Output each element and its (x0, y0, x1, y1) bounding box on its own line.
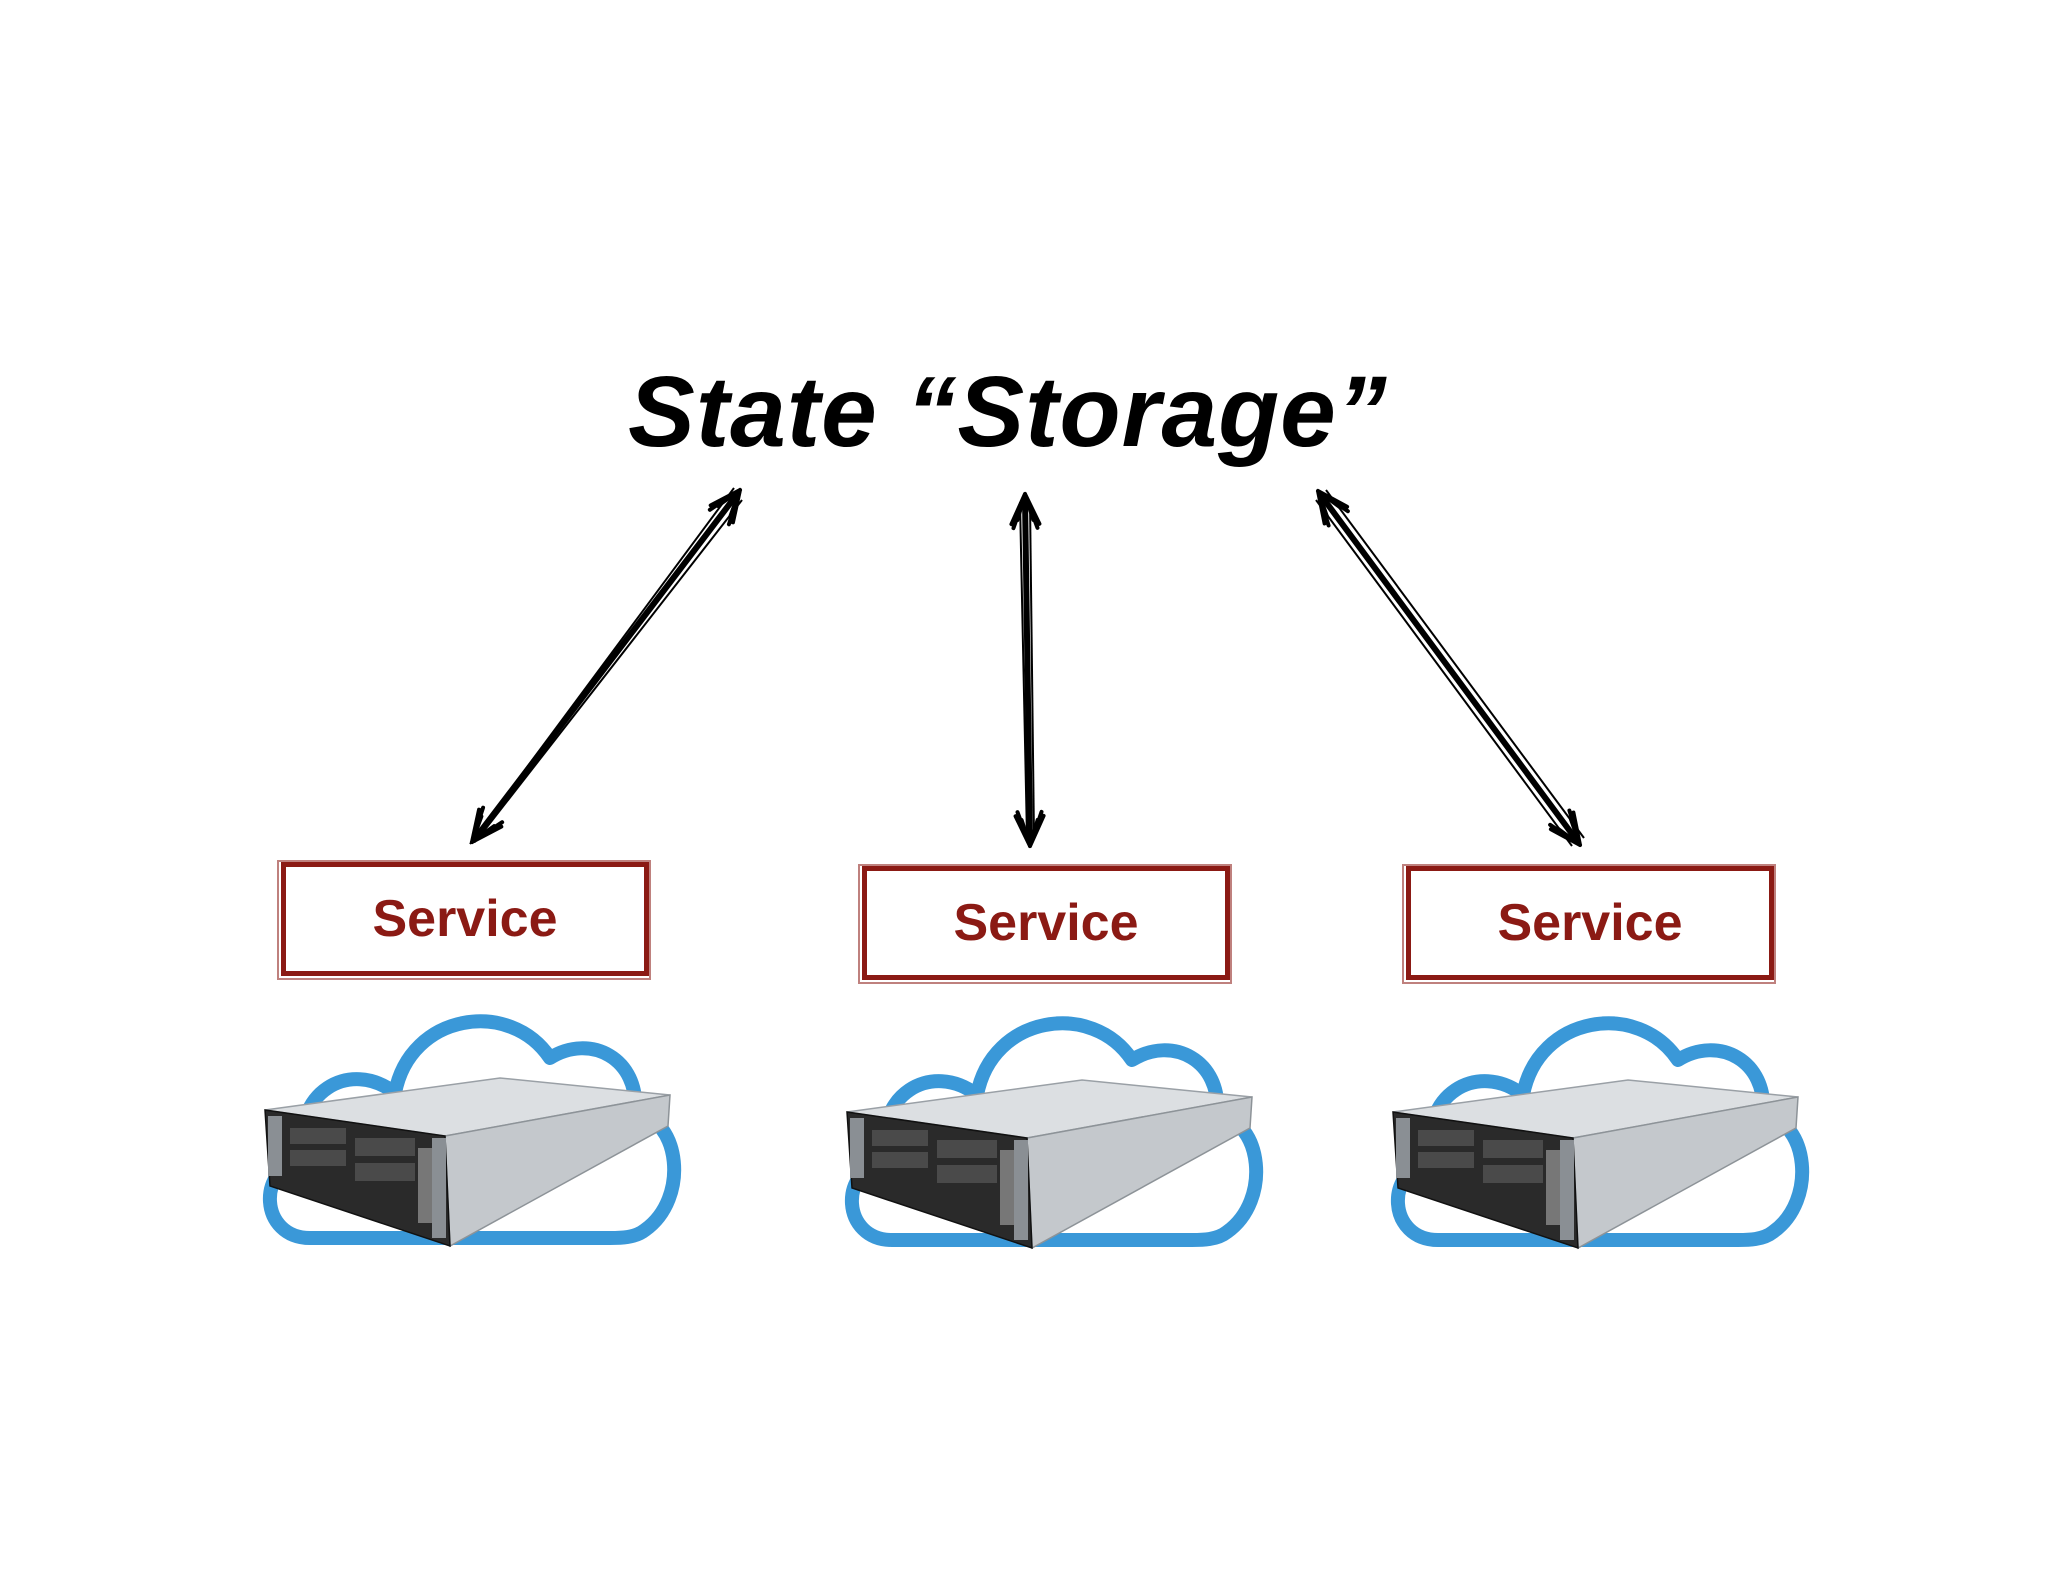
server-cloud-graphic-2 (845, 1016, 1264, 1250)
service-box-2: Service (858, 864, 1232, 984)
arrow-left (458, 479, 754, 853)
server-cloud-graphic-1 (263, 1014, 682, 1248)
rack-server-icon (264, 1077, 671, 1248)
service-label-1: Service (372, 890, 558, 948)
server-cloud-3 (1378, 1000, 1818, 1270)
diagram-title: State “Storage” (0, 352, 2048, 472)
rack-server-icon (1392, 1079, 1799, 1250)
service-box-1: Service (277, 860, 651, 980)
arrow-center (1009, 491, 1046, 849)
arrow-right (1304, 480, 1594, 856)
server-cloud-2 (832, 1000, 1272, 1270)
title-text: State “Storage” (628, 356, 1388, 468)
server-cloud-graphic-3 (1391, 1016, 1810, 1250)
server-cloud-1 (250, 998, 690, 1268)
service-box-3: Service (1402, 864, 1776, 984)
rack-server-icon (846, 1079, 1253, 1250)
service-label-3: Service (1497, 894, 1683, 952)
service-label-2: Service (953, 894, 1139, 952)
